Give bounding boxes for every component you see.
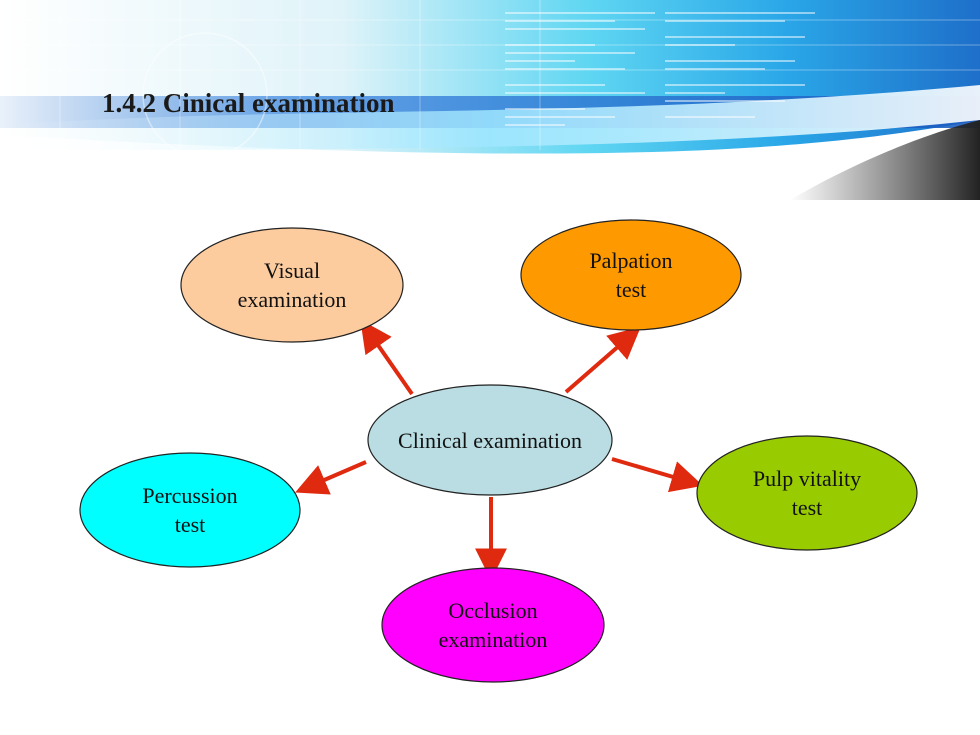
arrow-to-palpation <box>564 326 641 394</box>
node-percussion <box>79 452 301 568</box>
node-pulp <box>696 435 918 551</box>
node-visual <box>180 227 404 343</box>
arrow-to-percussion <box>295 460 367 495</box>
node-percussion-label: Percussion test <box>142 483 238 537</box>
node-occlusion <box>381 567 605 683</box>
node-occlusion-label: Occlusion examination <box>438 598 548 652</box>
header-banner <box>0 0 980 200</box>
center-node-label: Clinical examination <box>398 427 582 453</box>
center-node <box>367 384 613 496</box>
node-visual-label: Visual examination <box>237 258 347 312</box>
arrow-to-visual <box>360 319 414 396</box>
node-palpation-label: Palpation test <box>589 248 673 302</box>
slide-title: 1.4.2 Cinical examination <box>102 88 395 118</box>
arrow-to-pulp <box>611 457 704 493</box>
node-pulp-label: Pulp vitality test <box>752 466 862 520</box>
node-palpation <box>520 219 742 331</box>
